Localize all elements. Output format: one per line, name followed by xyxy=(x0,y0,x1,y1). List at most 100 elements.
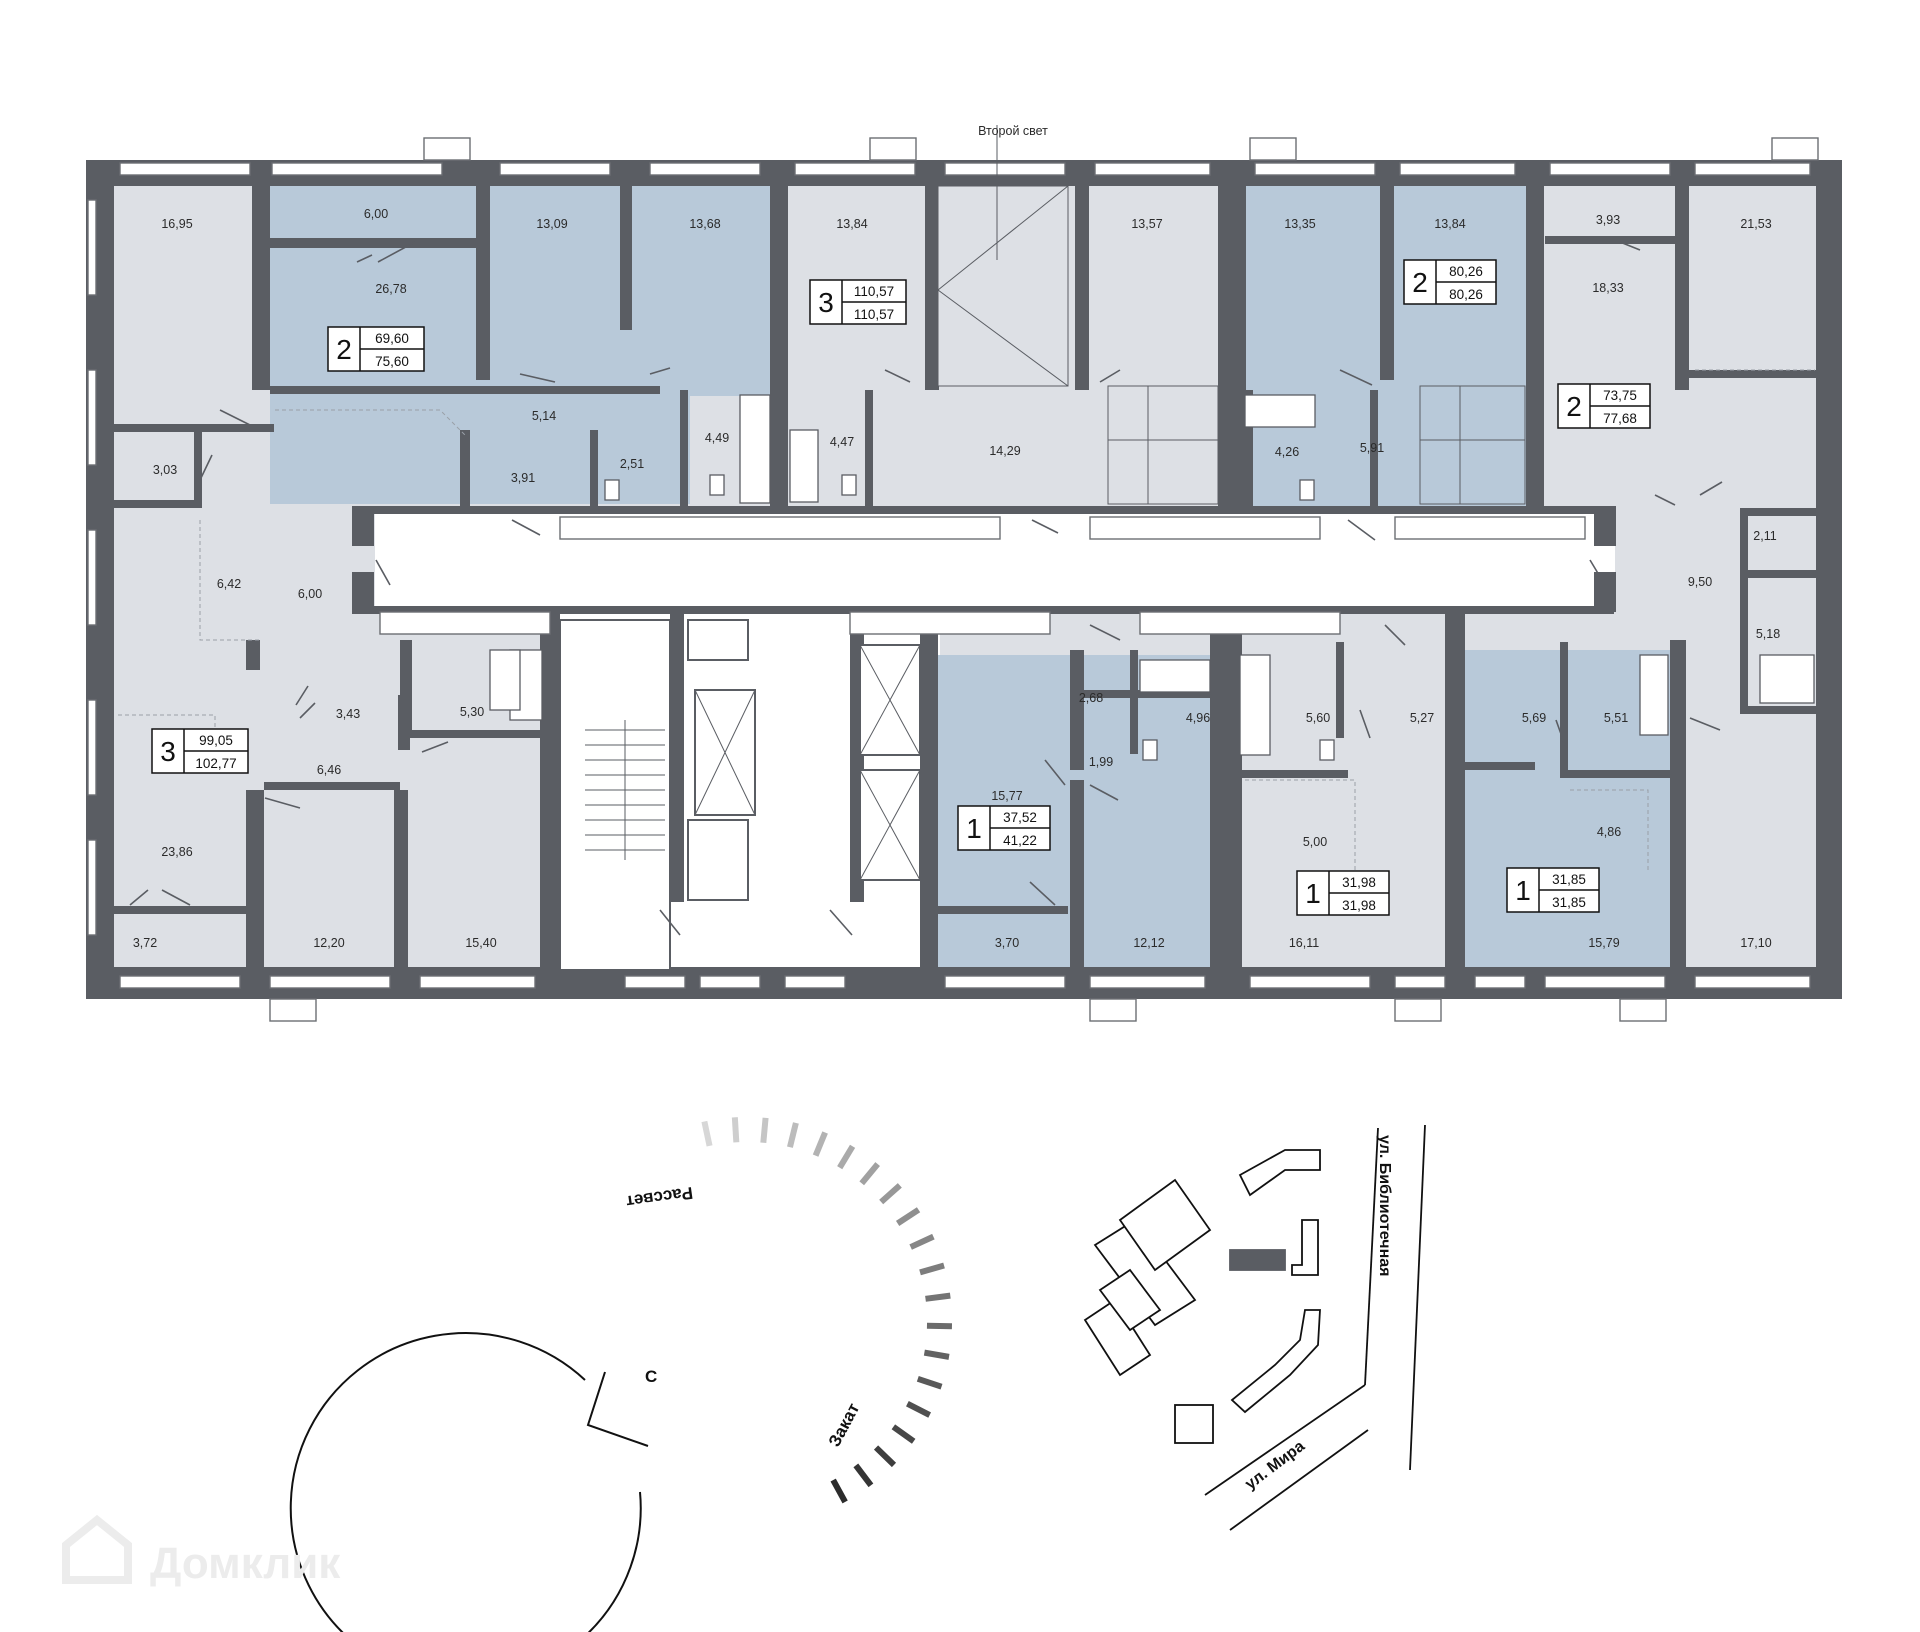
room-area: 23,86 xyxy=(161,845,192,859)
room-area: 15,79 xyxy=(1588,936,1619,950)
room-area: 26,78 xyxy=(375,282,406,296)
apartment-living-area: 37,52 xyxy=(1003,810,1037,825)
room-area: 3,03 xyxy=(153,463,177,477)
apartment-living-area: 110,57 xyxy=(854,284,894,299)
room-area: 6,42 xyxy=(217,577,241,591)
sun-tick xyxy=(926,1322,953,1330)
room-area: 5,60 xyxy=(1306,711,1330,725)
room-area: 5,91 xyxy=(1360,441,1384,455)
room-area: 13,57 xyxy=(1131,217,1162,231)
room-area: 1,99 xyxy=(1089,755,1113,769)
sun-tick xyxy=(787,1122,799,1148)
room-area: 21,53 xyxy=(1740,217,1771,231)
room-area: 6,00 xyxy=(364,207,388,221)
sun-tick xyxy=(891,1424,916,1444)
room-area: 3,93 xyxy=(1596,213,1620,227)
windows xyxy=(87,137,1819,1022)
room-area: 5,30 xyxy=(460,705,484,719)
apartment-total-area: 31,85 xyxy=(1552,895,1586,910)
room-area: 4,26 xyxy=(1275,445,1299,459)
sun-tick xyxy=(701,1120,713,1147)
room-area: 15,40 xyxy=(465,936,496,950)
room-area: 17,10 xyxy=(1740,936,1771,950)
second-light-note: Второй свет xyxy=(978,124,1048,138)
sun-tick xyxy=(906,1401,932,1418)
room-area: 13,68 xyxy=(689,217,720,231)
inner-walls xyxy=(114,160,1816,992)
building-core xyxy=(559,125,1526,971)
room-area: 6,00 xyxy=(298,587,322,601)
apartment-tag[interactable]: 2 80,26 80,26 xyxy=(1403,259,1497,305)
apartment-room-count: 3 xyxy=(160,736,176,767)
room-area: 18,33 xyxy=(1592,281,1623,295)
apartment-total-area: 110,57 xyxy=(854,307,894,322)
room-area: 3,70 xyxy=(995,936,1019,950)
room-area: 2,68 xyxy=(1079,691,1103,705)
apartment-room-count: 2 xyxy=(1412,267,1428,298)
room-area: 5,51 xyxy=(1604,711,1628,725)
sun-tick xyxy=(909,1233,935,1250)
apartment-living-area: 69,60 xyxy=(375,331,409,346)
room-area: 12,12 xyxy=(1133,936,1164,950)
sun-tick xyxy=(853,1463,874,1488)
room-area: 3,72 xyxy=(133,936,157,950)
apartment-total-area: 102,77 xyxy=(195,756,236,771)
sun-tick xyxy=(879,1183,902,1205)
room-area: 6,46 xyxy=(317,763,341,777)
street-label-bibliotechnaya: ул. Библиотечная xyxy=(1376,1135,1393,1276)
room-area: 9,50 xyxy=(1688,575,1712,589)
sun-tick xyxy=(760,1117,769,1144)
room-area: 5,69 xyxy=(1522,711,1546,725)
apartment-room-count: 1 xyxy=(966,813,982,844)
apartment-tag[interactable]: 1 37,52 41,22 xyxy=(957,805,1051,851)
apartment-total-area: 75,60 xyxy=(375,354,409,369)
room-area: 4,47 xyxy=(830,435,854,449)
plumbing-fixtures xyxy=(489,394,1815,761)
apartment-living-area: 99,05 xyxy=(199,733,233,748)
sun-tick xyxy=(837,1144,856,1170)
apartment-living-area: 31,85 xyxy=(1552,872,1586,887)
apartment-tag[interactable]: 1 31,98 31,98 xyxy=(1296,870,1390,916)
apartment-tag[interactable]: 3 99,05 102,77 xyxy=(151,728,249,774)
room-area: 13,35 xyxy=(1284,217,1315,231)
apartment-room-count: 3 xyxy=(818,287,834,318)
site-plan xyxy=(1083,1124,1426,1531)
apartment-room-count: 2 xyxy=(336,334,352,365)
room-area: 5,14 xyxy=(532,409,556,423)
apartment-tags: 2 69,60 75,60 3 110,57 110,57 2 80,26 80… xyxy=(151,259,1651,916)
room-area: 3,91 xyxy=(511,471,535,485)
sun-tick xyxy=(731,1117,740,1143)
sunrise-label: Рассвет xyxy=(625,1183,694,1211)
room-area: 3,43 xyxy=(336,707,360,721)
room-area: 12,20 xyxy=(313,936,344,950)
apartment-living-area: 80,26 xyxy=(1449,264,1483,279)
room-area: 5,00 xyxy=(1303,835,1327,849)
apartment-room-count: 1 xyxy=(1305,878,1321,909)
north-letter: С xyxy=(645,1367,657,1386)
apartment-room-count: 1 xyxy=(1515,875,1531,906)
apartment-tag[interactable]: 3 110,57 110,57 xyxy=(809,279,907,325)
sun-tick xyxy=(923,1349,950,1360)
room-area: 5,18 xyxy=(1756,627,1780,641)
sun-tick xyxy=(895,1207,921,1226)
room-area-labels: 16,95 6,00 26,78 13,09 13,68 13,84 13,57… xyxy=(133,207,1780,950)
watermark: Домклик xyxy=(62,1514,341,1588)
apartment-total-area: 77,68 xyxy=(1603,411,1637,426)
apartment-tag[interactable]: 1 31,85 31,85 xyxy=(1506,867,1600,913)
doors xyxy=(129,241,1723,936)
sun-tick xyxy=(859,1162,880,1186)
sun-tick xyxy=(830,1478,848,1504)
room-area: 16,11 xyxy=(1289,936,1319,950)
apartment-tag[interactable]: 2 73,75 77,68 xyxy=(1557,383,1651,429)
room-area: 13,84 xyxy=(1434,217,1465,231)
apartment-tag[interactable]: 2 69,60 75,60 xyxy=(327,326,425,372)
sun-tick xyxy=(812,1131,828,1157)
room-area: 16,95 xyxy=(161,217,192,231)
apartment-living-area: 73,75 xyxy=(1603,388,1637,403)
room-area: 2,11 xyxy=(1753,529,1776,543)
watermark-text: Домклик xyxy=(150,1539,341,1588)
sun-path-ticks xyxy=(701,1117,953,1504)
sun-tick xyxy=(916,1375,943,1390)
sunset-label: Закат xyxy=(825,1400,864,1450)
sun-tick xyxy=(873,1445,897,1468)
